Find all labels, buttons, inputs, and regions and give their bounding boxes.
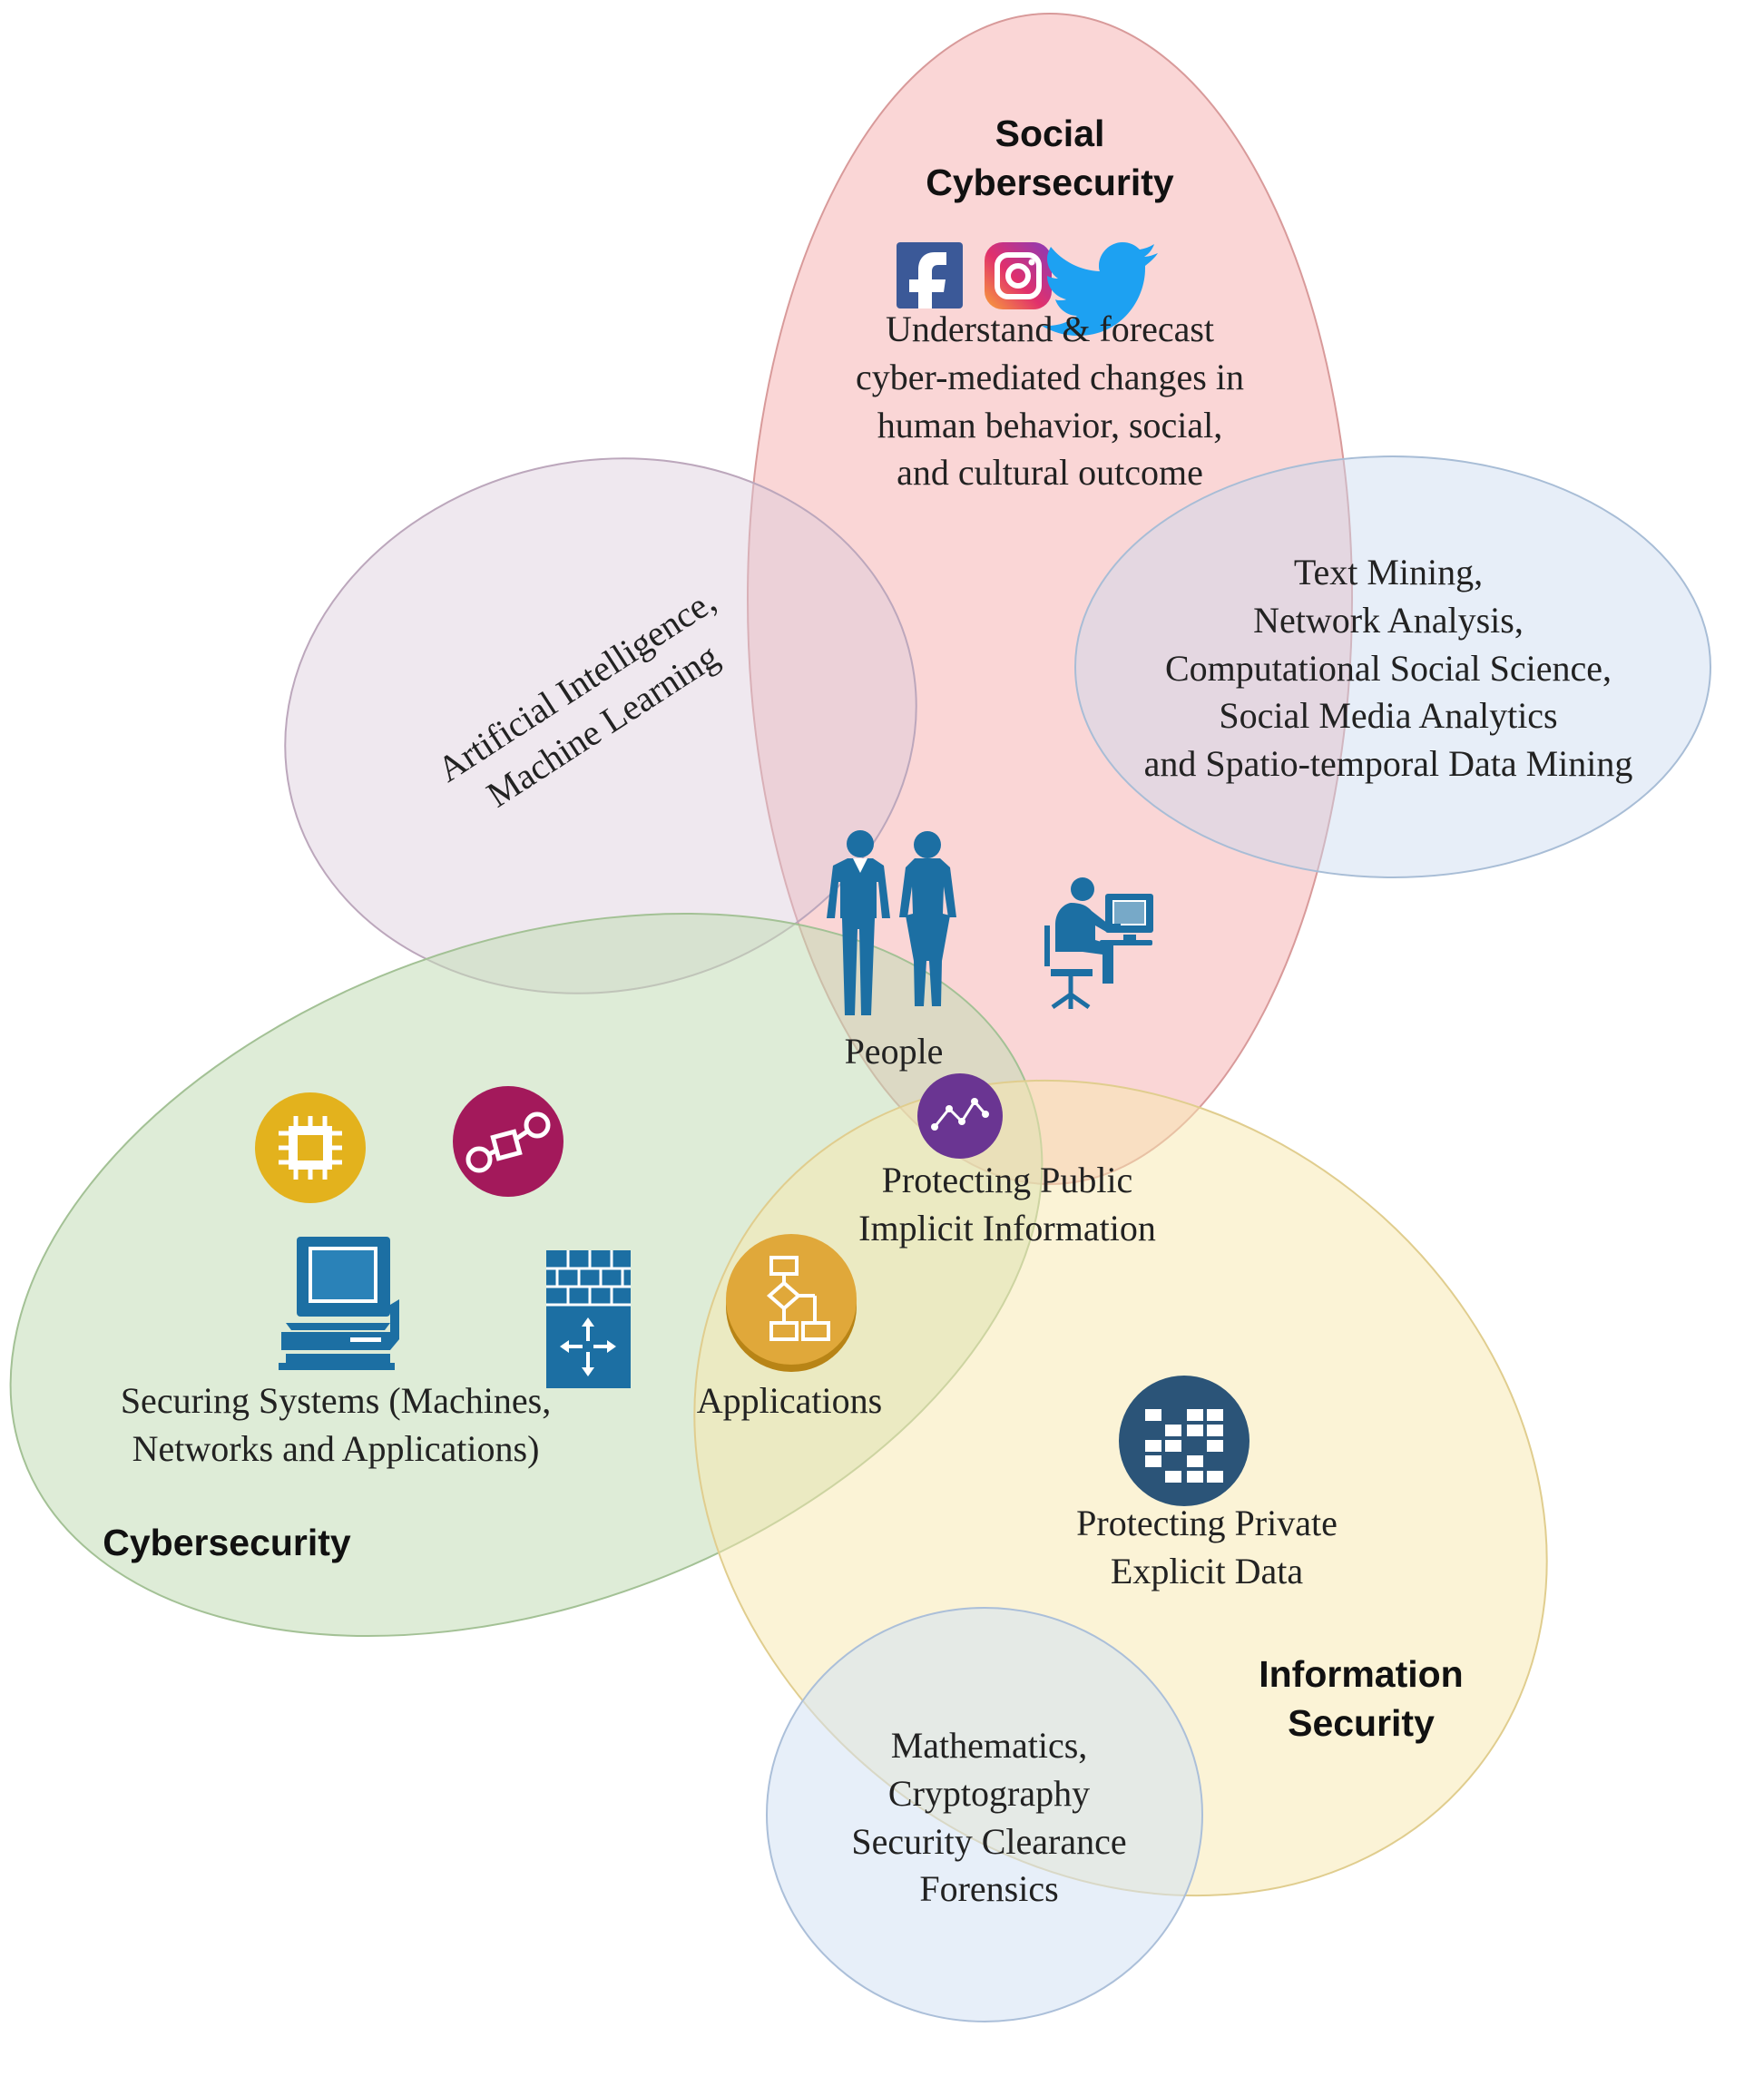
math-label: Mathematics, Cryptography Security Clear… [789,1722,1189,1914]
title-line: Security [1288,1702,1435,1745]
text-line: cyber-mediated changes in [856,356,1244,397]
line-chart-icon [917,1073,1003,1159]
text-line: and Spatio-temporal Data Mining [1143,743,1633,785]
information-security-title: Information Security [1207,1650,1515,1748]
businesswoman-icon [899,831,956,1006]
firewall-icon [546,1250,631,1388]
text-line: Computational Social Science, [1164,647,1612,689]
systems-label: Securing Systems (Machines, Networks and… [73,1377,599,1474]
region-analytics [1074,455,1711,878]
analytics-label: Text Mining, Network Analysis, Computati… [1089,549,1688,788]
text-line: Mathematics, [890,1725,1088,1766]
text-line: Forensics [919,1868,1059,1910]
public-info-label: Protecting Public Implicit Information [808,1157,1207,1253]
twitter-icon [1042,242,1158,336]
title-line: Information [1259,1653,1464,1695]
network-nodes-icon [453,1086,564,1197]
text-line: Understand & forecast [885,308,1215,349]
chip-icon [255,1092,366,1203]
facebook-icon [897,242,963,308]
computer-user-icon [1044,877,1153,1010]
data-grid-icon [1119,1376,1250,1506]
instagram-icon [985,242,1052,309]
text-line: Text Mining, [1293,552,1484,592]
title-line: Cybersecurity [926,162,1174,204]
social-cybersecurity-title: Social Cybersecurity [868,109,1231,207]
private-data-label: Protecting Private Explicit Data [1025,1500,1388,1596]
social-cybersecurity-description: Understand & forecast cyber-mediated cha… [778,306,1322,497]
flowchart-icon [726,1234,857,1372]
text-line: Protecting Private [1076,1503,1338,1543]
text-line: Explicit Data [1110,1550,1304,1591]
people-label: People [844,1031,944,1072]
text-line: Securing Systems (Machines, [120,1380,552,1421]
text-line: human behavior, social, [877,404,1223,446]
businessman-icon [827,830,890,1015]
text-line: Implicit Information [858,1207,1156,1249]
region-math-crypto [766,1607,1203,2022]
title-line: Social [995,113,1105,154]
text-line: Security Clearance [851,1820,1127,1862]
text-line: Protecting Public [881,1160,1133,1200]
text-line: Social Media Analytics [1219,695,1558,737]
text-line: Network Analysis, [1253,599,1524,641]
applications-label: Applications [696,1380,883,1421]
text-line: Cryptography [887,1772,1091,1814]
cybersecurity-title: Cybersecurity [103,1522,351,1563]
text-line: and cultural outcome [897,452,1203,494]
desktop-computer-icon [279,1237,399,1370]
text-line: Networks and Applications) [132,1427,540,1469]
